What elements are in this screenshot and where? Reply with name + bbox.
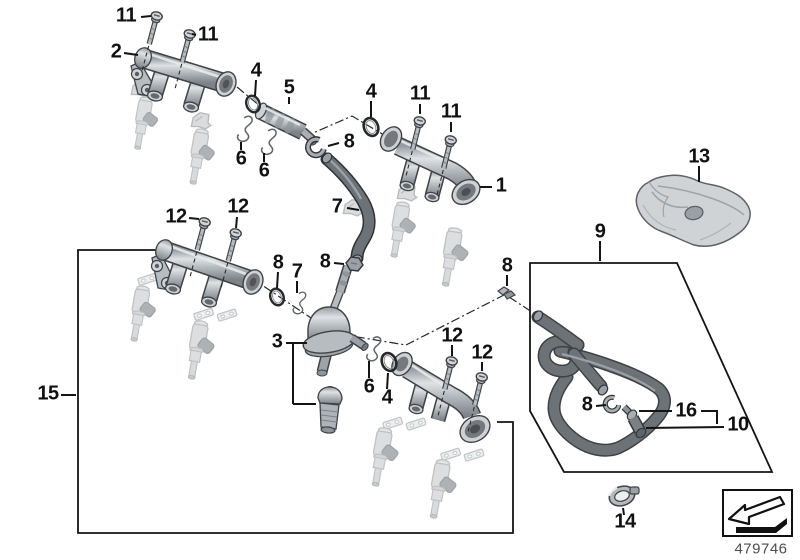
- callout-8-b[interactable]: 8: [343, 130, 355, 153]
- diagram-number: 479746: [734, 540, 788, 558]
- hose-7: [320, 152, 376, 265]
- callout-14[interactable]: 14: [614, 510, 636, 533]
- callout-6-a[interactable]: 6: [235, 147, 247, 170]
- ghost-gaskets: [136, 265, 485, 469]
- callout-15[interactable]: 15: [37, 382, 59, 405]
- hex-union-8b: [345, 256, 364, 272]
- clamp-part-14: [608, 485, 640, 507]
- callout-6-b[interactable]: 6: [258, 159, 270, 182]
- callout-4-c[interactable]: 4: [381, 386, 393, 409]
- leader-lines: [61, 15, 725, 516]
- sensor-part-3: [317, 385, 343, 434]
- callout-12-a[interactable]: 12: [165, 205, 187, 228]
- callout-8-e[interactable]: 8: [581, 393, 593, 416]
- callout-13[interactable]: 13: [688, 145, 710, 168]
- callout-1[interactable]: 1: [495, 174, 507, 197]
- callout-11-a[interactable]: 11: [115, 4, 137, 27]
- callout-8-a[interactable]: 8: [272, 251, 284, 274]
- group-box-15: [77, 249, 514, 534]
- vent-hose-assembly: [531, 310, 671, 457]
- callout-10[interactable]: 10: [727, 413, 749, 436]
- callout-11-b[interactable]: 11: [197, 23, 219, 46]
- callout-7-a[interactable]: 7: [291, 260, 303, 283]
- bracket-part-13: [635, 174, 751, 247]
- callout-5[interactable]: 5: [283, 76, 295, 99]
- fuel-rail-1: [379, 126, 481, 206]
- callout-8-d[interactable]: 8: [501, 254, 513, 277]
- fuel-rail-bottom-right: [391, 351, 491, 444]
- callout-8-c[interactable]: 8: [319, 250, 331, 273]
- callout-12-c[interactable]: 12: [441, 324, 463, 347]
- callout-12-d[interactable]: 12: [471, 341, 493, 364]
- hose-clamp-8a: [306, 138, 325, 157]
- callout-12-b[interactable]: 12: [227, 195, 249, 218]
- callout-4-a[interactable]: 4: [250, 59, 262, 82]
- callout-16[interactable]: 16: [675, 399, 697, 422]
- callout-2[interactable]: 2: [110, 40, 122, 63]
- fuel-rail-2: [130, 47, 237, 113]
- callout-11-c[interactable]: 11: [409, 82, 431, 105]
- callout-9[interactable]: 9: [594, 220, 606, 243]
- pressure-regulator-part-3: [302, 264, 369, 377]
- callout-7-b[interactable]: 7: [331, 195, 343, 218]
- group-box-9: [529, 262, 774, 473]
- callout-6-c[interactable]: 6: [363, 375, 375, 398]
- direction-arrow-icon: [727, 495, 787, 533]
- callout-3[interactable]: 3: [271, 330, 283, 353]
- clamp-8d: [496, 286, 517, 300]
- callout-11-d[interactable]: 11: [440, 100, 462, 123]
- elbow-fitting-16: [621, 404, 647, 439]
- callout-4-b[interactable]: 4: [365, 80, 377, 103]
- fuel-rail-15: [150, 239, 264, 308]
- direction-legend-box: [722, 489, 793, 537]
